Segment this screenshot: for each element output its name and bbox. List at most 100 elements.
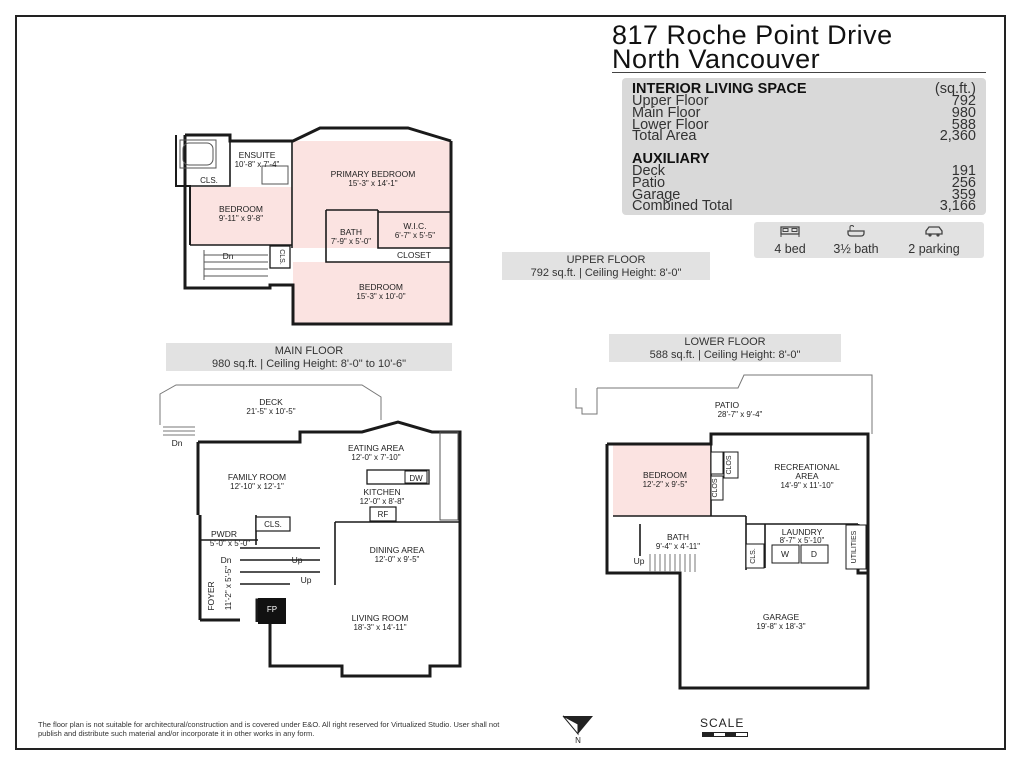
closet [269, 245, 291, 269]
room-dims: 19'-8" x 18'-3" [756, 622, 805, 631]
room-dims: 15'-3" x 10'-0" [356, 292, 405, 301]
upper-floor-label: UPPER FLOOR 792 sq.ft. | Ceiling Height:… [502, 252, 710, 280]
closet [710, 475, 724, 501]
toilet [261, 165, 289, 185]
closet-label: CLOS [726, 455, 733, 474]
city-line: North Vancouver [612, 44, 821, 74]
car-icon [898, 224, 970, 242]
stat-value: 792 [951, 93, 976, 109]
scale-label: SCALE [700, 716, 745, 730]
unit-label: (sq.ft.) [934, 81, 976, 97]
aux-value: 191 [951, 163, 976, 179]
stat-label: Upper Floor [632, 93, 709, 109]
room-dims: 6'-7" x 5'-5" [395, 231, 435, 240]
room-dims: 9'-11" x 9'-8" [219, 214, 263, 223]
bed-icon [754, 224, 826, 242]
parking-feature: 2 parking [898, 224, 970, 256]
aux-label: Combined Total [632, 198, 733, 214]
closet-label: CLS. [200, 176, 218, 185]
floor-name: UPPER FLOOR [566, 254, 646, 266]
dishwasher [404, 470, 428, 484]
room-name: BATH [667, 532, 689, 542]
aux-row: Patio 256 [632, 175, 976, 191]
room-name: PATIO [715, 400, 740, 410]
closet-label: CLS. [278, 249, 285, 265]
room-dims: 8'-7" x 5'-10" [780, 536, 825, 545]
room-name: BEDROOM [643, 470, 687, 480]
area-summary-panel: INTERIOR LIVING SPACE (sq.ft.) Upper Flo… [622, 78, 986, 215]
appliance-label: DW [409, 474, 423, 483]
page-border [15, 15, 1006, 750]
stat-label: Main Floor [632, 105, 701, 121]
room-dims: 12'-2" x 9'-5" [643, 480, 688, 489]
wall [175, 135, 191, 245]
closet [710, 451, 724, 475]
stat-label: Total Area [632, 128, 697, 144]
bedroom-area [613, 444, 711, 516]
washer-label: W [781, 549, 789, 559]
appliance-label: RF [378, 510, 389, 519]
floor-name: MAIN FLOOR [274, 345, 344, 357]
staircase [203, 250, 268, 280]
disclaimer-text: The floor plan is not suitable for archi… [38, 720, 500, 738]
deck-stairs [163, 426, 195, 436]
room-dims: 12'-0" x 7'-10" [351, 453, 400, 462]
room-dims: 12'-0" x 8'-8" [360, 497, 405, 506]
room-dims: 14'-9" x 11'-10" [780, 481, 833, 490]
bathtub-icon [820, 224, 892, 242]
room-dims: 9'-4" x 4'-11" [656, 542, 700, 551]
bathtub [182, 142, 214, 166]
dryer-label: D [811, 549, 817, 559]
bedroom-area [190, 187, 292, 245]
room-name: BEDROOM [359, 282, 403, 292]
auxiliary-heading: AUXILIARY [632, 151, 710, 167]
room-name: ENSUITE [239, 150, 276, 160]
room-name: W.I.C. [403, 221, 426, 231]
room-name: AREA [795, 471, 818, 481]
room-dims: 28'-7" x 9'-4" [718, 410, 763, 419]
room-name: LIVING ROOM [352, 613, 409, 623]
stair-label: Dn [172, 438, 183, 448]
aux-label: Patio [632, 175, 666, 191]
fireplace-label: FP [267, 605, 277, 614]
closet-label: CLS. [750, 548, 757, 564]
stair-label: Up [292, 555, 303, 565]
room-name: DINING AREA [370, 545, 425, 555]
room-dims: 12'-0" x 9'-5" [375, 555, 420, 564]
room-name: RECREATIONAL [774, 462, 840, 472]
room-dims: 10'-8" x 7'-4" [235, 160, 280, 169]
address-line: 817 Roche Point Drive [612, 20, 893, 50]
bedroom-area [293, 262, 451, 324]
utilities-closet [845, 524, 867, 570]
scale-bar [702, 732, 748, 737]
stair-label: Up [634, 556, 645, 566]
floor-details: 588 sq.ft. | Ceiling Height: 8'-0" [649, 349, 801, 361]
upper-floor-plan: ENSUITE 10'-8" x 7'-4" PRIMARY BEDROOM 1… [175, 126, 453, 326]
stair-label: Dn [221, 555, 232, 565]
aux-label: Garage [632, 187, 681, 203]
room-dims: 15'-3" x 14'-1" [348, 179, 397, 188]
room-name: PWDR [211, 529, 237, 539]
aux-value: 256 [951, 175, 976, 191]
stair-label: Dn [223, 251, 234, 261]
room-name: FAMILY ROOM [228, 472, 286, 482]
bed-count: 4 bed [774, 242, 806, 256]
interior-heading-row: INTERIOR LIVING SPACE (sq.ft.) [632, 81, 976, 97]
closet [723, 451, 739, 479]
wall [185, 126, 452, 143]
room-dims: 5'-0" x 5'-0" [210, 539, 250, 548]
floor-details: 980 sq.ft. | Ceiling Height: 8'-0" to 10… [211, 358, 407, 370]
bed-feature: 4 bed [754, 224, 826, 256]
utilities-label: UTILITIES [851, 530, 858, 563]
lower-floor-label: LOWER FLOOR 588 sq.ft. | Ceiling Height:… [609, 334, 841, 362]
compass-icon [562, 715, 593, 736]
room-name: LAUNDRY [782, 527, 823, 537]
closet [255, 516, 291, 532]
refrigerator [369, 506, 397, 522]
